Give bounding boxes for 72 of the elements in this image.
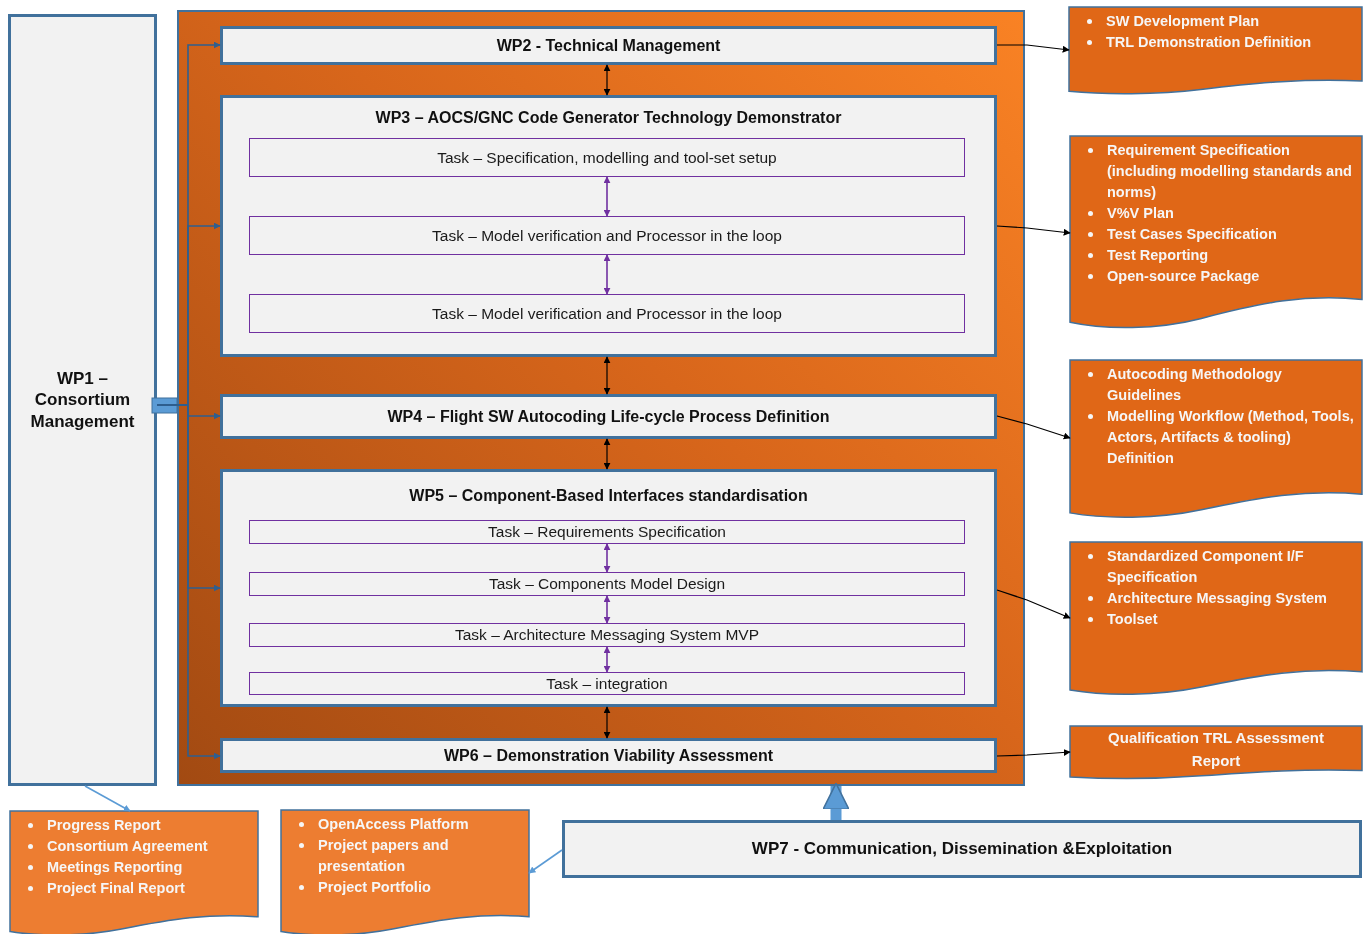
work-package-title: WP3 – AOCS/GNC Code Generator Technology Demonstrator bbox=[375, 108, 842, 128]
arrow bbox=[603, 595, 611, 624]
work-package-box bbox=[220, 738, 997, 773]
work-package-box bbox=[220, 469, 997, 707]
arrow bbox=[528, 849, 563, 874]
work-package-box bbox=[220, 26, 997, 65]
deliverable-item: Modelling Workflow (Method, Tools, Actors, Artifacts & tooling) Definition bbox=[1107, 407, 1354, 469]
arrow bbox=[996, 44, 1070, 53]
deliverable-item: Toolset bbox=[1107, 610, 1158, 630]
deliverable-item: Autocoding Methodology Guidelines bbox=[1107, 365, 1283, 405]
work-package-title: WP1 – Consortium Management bbox=[29, 368, 136, 432]
arrow bbox=[996, 748, 1071, 757]
work-package-title: WP4 – Flight SW Autocoding Life-cycle Process Definition bbox=[387, 406, 830, 427]
work-package-title: WP7 - Communication, Dissemination &Exploitation bbox=[751, 838, 1173, 860]
arrow bbox=[603, 706, 611, 739]
deliverable-item: Architecture Messaging System bbox=[1107, 589, 1327, 609]
deliverable-item: Test Reporting bbox=[1107, 246, 1209, 266]
deliverable-item: Open-source Package bbox=[1107, 267, 1260, 287]
work-package-box bbox=[8, 14, 157, 786]
task-label: Task – Components Model Design bbox=[488, 575, 726, 593]
task-box bbox=[249, 672, 965, 695]
task-box bbox=[249, 572, 965, 596]
deliverable-item: Project papers and presentation bbox=[318, 836, 450, 877]
task-box bbox=[249, 138, 965, 177]
deliverable-item: SW Development Plan bbox=[1106, 12, 1260, 31]
deliverable-item: Consortium Agreement bbox=[47, 837, 208, 856]
work-package-box bbox=[562, 820, 1362, 878]
arrow bbox=[603, 254, 611, 295]
task-box bbox=[249, 294, 965, 333]
deliverable-item: Requirement Specification (including modelling standards and norms) bbox=[1107, 141, 1353, 203]
work-package-box bbox=[220, 95, 997, 357]
deliverable-item: TRL Demonstration Definition bbox=[1106, 33, 1312, 52]
task-label: Task – Model verification and Processor in the loop bbox=[432, 304, 782, 323]
work-package-title: WP5 – Component-Based Interfaces standardisation bbox=[409, 486, 808, 506]
arrow bbox=[603, 543, 611, 573]
work-package-box bbox=[220, 394, 997, 439]
block-arrow bbox=[822, 782, 850, 820]
deliverable-item: Test Cases Specification bbox=[1107, 225, 1277, 245]
task-label: Task – Architecture Messaging System MVP bbox=[454, 626, 760, 644]
deliverable-text: Qualification TRL Assessment Report bbox=[1107, 728, 1325, 771]
task-label: Task – integration bbox=[546, 674, 668, 693]
deliverable-item: OpenAccess Platform bbox=[318, 815, 469, 834]
task-label: Task – Requirements Specification bbox=[488, 523, 726, 541]
work-package-title: WP6 – Demonstration Viability Assessment bbox=[444, 745, 773, 766]
task-box bbox=[249, 623, 965, 647]
document-shape bbox=[1070, 542, 1362, 693]
arrow bbox=[996, 589, 1071, 619]
document-shape bbox=[1070, 360, 1362, 516]
deliverable-item: Progress Report bbox=[47, 816, 161, 835]
document-shape bbox=[1070, 726, 1362, 779]
arrow bbox=[603, 438, 611, 470]
deliverable-item: Meetings Reporting bbox=[47, 858, 183, 878]
deliverable-item: V%V Plan bbox=[1107, 204, 1174, 224]
task-box bbox=[249, 216, 965, 255]
arrow bbox=[603, 356, 611, 395]
task-box bbox=[249, 520, 965, 544]
arrow bbox=[603, 176, 611, 217]
document-shape bbox=[10, 811, 258, 934]
document-shape bbox=[1069, 7, 1362, 93]
deliverable-item: Project Portfolio bbox=[318, 878, 431, 898]
document-shape bbox=[281, 810, 529, 934]
arrow bbox=[603, 64, 611, 96]
work-package-title: WP2 - Technical Management bbox=[496, 35, 721, 56]
task-label: Task – Model verification and Processor in the loop bbox=[432, 226, 782, 245]
task-label: Task – Specification, modelling and tool-set setup bbox=[437, 148, 777, 167]
arrow bbox=[996, 415, 1071, 440]
arrow bbox=[603, 646, 611, 673]
work-package-container bbox=[177, 10, 1025, 786]
deliverable-item: Project Final Report bbox=[47, 879, 185, 899]
deliverable-item: Standardized Component I/F Specification bbox=[1107, 547, 1305, 587]
arrow bbox=[996, 225, 1071, 236]
document-shape bbox=[1070, 136, 1362, 326]
